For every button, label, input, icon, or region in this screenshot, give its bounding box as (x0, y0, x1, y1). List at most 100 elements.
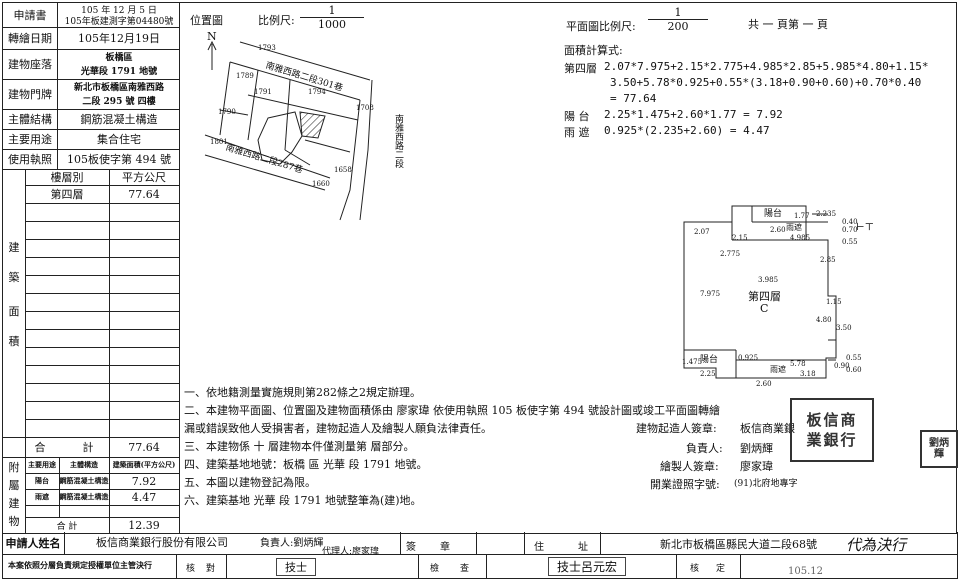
plan-balcony-bottom: 陽台 (700, 355, 719, 365)
address-bottom-value: 新北市板橋區縣民大道二段68號 (660, 538, 817, 551)
plan-scale: 1 200 (648, 6, 708, 33)
license-label: 使用執照 (8, 153, 52, 166)
lot-number: 1790 (218, 108, 236, 116)
location-map-scale-label: 比例尺: (258, 14, 295, 27)
transfer-date: 105年12月19日 (78, 32, 160, 45)
cert-label: 開業證照字號: (650, 478, 720, 491)
cert-value: (91)北府地專字 (734, 479, 798, 489)
dimension-label: 2.60 (770, 226, 786, 234)
apply-label: 申請書 (13, 9, 47, 22)
note-4: 四、建築基地地號：板橋 區 光華 段 1791 地號。 (184, 458, 428, 471)
annex-char-2: 屬 (8, 479, 20, 492)
annex-header-structure: 主體構造 (70, 460, 98, 469)
page-count: 共 一 頁第 一 頁 (748, 18, 828, 31)
annex-row-use: 雨遮 (35, 492, 49, 501)
annex-row-area: 4.47 (131, 490, 157, 504)
annex-row-structure: 鋼筋混凝土構造 (59, 476, 109, 485)
floor-calc-label: 第四層 (564, 62, 597, 75)
left-info-table: 申請書 105 年 12 月 5 日 105年板建測字第04480號 轉繪日期 … (2, 2, 180, 534)
address-bottom-label: 住 (534, 542, 544, 553)
dimension-label: 3.985 (758, 276, 779, 284)
scale-denominator: 1000 (318, 18, 346, 31)
balcony-calc-label: 陽 台 (564, 110, 590, 123)
floor-formula-1: 2.07*7.975+2.15*2.775+4.985*2.85+5.985*4… (604, 60, 929, 73)
license-value: 105板使字第 494 號 (67, 153, 171, 166)
structure-label: 主體結構 (8, 113, 52, 126)
side-char-1: 建 (8, 241, 20, 254)
lot-number: 1801 (210, 138, 228, 146)
drawing-frame (178, 2, 957, 534)
approval-note: 本案依照分層負責規定授權單位主管決行 (8, 560, 152, 570)
applicant-label: 申請人姓名 (5, 537, 61, 550)
side-char-3: 面 (8, 305, 20, 318)
dimension-label: 1.15 (826, 298, 842, 306)
approve-label: 核 (690, 564, 700, 574)
dimension-label: 2.25 (700, 370, 716, 378)
inspect-signature: 技士呂元宏 (548, 557, 627, 576)
note-1: 一、依地籍測量實施規則第282條之2規定辦理。 (184, 386, 421, 399)
address-line2: 二段 295 號 四樓 (82, 97, 156, 107)
floor-area: 77.64 (128, 187, 160, 201)
road-line (229, 61, 361, 101)
side-char-4: 積 (8, 335, 20, 348)
plan-room-label: 第四層 (748, 290, 781, 303)
drawer-label: 繪製人簽章: (660, 460, 719, 473)
building-footprint (257, 111, 303, 165)
total-label-2: 計 (82, 441, 94, 454)
lot-number: 1708 (356, 104, 374, 112)
drawer-value: 廖家瑋 (740, 460, 773, 473)
plan-canopy-bottom: 雨遮 (770, 365, 786, 374)
annex-char-1: 附 (8, 461, 20, 474)
lot-number: 1791 (254, 88, 272, 96)
plan-balcony-top: 陽台 (764, 209, 783, 219)
dimension-label: 0.925 (738, 354, 759, 362)
lot-number: 1789 (236, 72, 254, 80)
owner-value: 劉炳輝 (740, 442, 773, 455)
approval-row (2, 554, 958, 579)
rep-label: 負責人:劉炳輝 (260, 538, 324, 549)
note-2-cont: 漏或錯誤致他人受損害者，建物起造人及繪製人願負法律責任。 (184, 422, 492, 435)
road-line (204, 134, 331, 179)
dimension-label: 0.55 (846, 354, 862, 362)
dimension-label: 7.975 (700, 290, 721, 298)
owner-seal: 劉炳輝 (920, 430, 958, 468)
annex-char-3: 建 (8, 497, 20, 510)
note-3: 三、本建物係 十 層建物本件僅測量第 層部分。 (184, 440, 415, 453)
dimension-label: 2.235 (816, 210, 837, 218)
lot-number: 1660 (312, 180, 330, 188)
calc-title: 面積計算式: (564, 44, 623, 57)
location-line1: 板橋區 (105, 53, 133, 63)
seal-label: 簽 (406, 542, 416, 553)
location-map-drawing (204, 40, 373, 221)
scale-numerator: 1 (648, 6, 708, 20)
road-line (239, 41, 371, 81)
address-bottom-label-2: 址 (578, 542, 588, 553)
plan-scale-label: 平面圖比例尺: (566, 20, 636, 33)
owner-seal-text: 劉炳輝 (929, 438, 949, 460)
lot-number: 1794 (308, 88, 326, 96)
dimension-label: 4.985 (790, 234, 811, 242)
check-signature: 技士 (276, 558, 316, 576)
apply-number: 105年板建測字第04480號 (64, 17, 174, 27)
floor-header: 樓層別 (50, 171, 84, 184)
floor-outline (683, 205, 837, 379)
floor-plan-drawing (683, 205, 837, 379)
dimension-label: 1.77 (794, 212, 810, 220)
use-value: 集合住宅 (97, 133, 141, 146)
owner-label: 負責人: (686, 442, 723, 455)
dimension-label: 2.07 (694, 228, 710, 236)
plan-room-code: C (760, 302, 769, 315)
dimension-label: 2.15 (732, 234, 748, 242)
canopy-calc-label: 雨 遮 (564, 126, 590, 139)
dimension-label: 0.90 (834, 362, 850, 370)
dimension-label: 2.775 (720, 250, 741, 258)
dimension-label: 0.40 (842, 218, 858, 226)
lot-number: 1793 (258, 44, 276, 52)
dimension-label: 3.18 (800, 370, 816, 378)
location-map-scale: 1 1000 (300, 4, 364, 31)
annex-header-use: 主要用途 (28, 460, 56, 469)
dimension-label: 2.85 (820, 256, 836, 264)
annex-char-4: 物 (8, 515, 20, 528)
approve-stamp: 代為決行 (846, 536, 907, 554)
